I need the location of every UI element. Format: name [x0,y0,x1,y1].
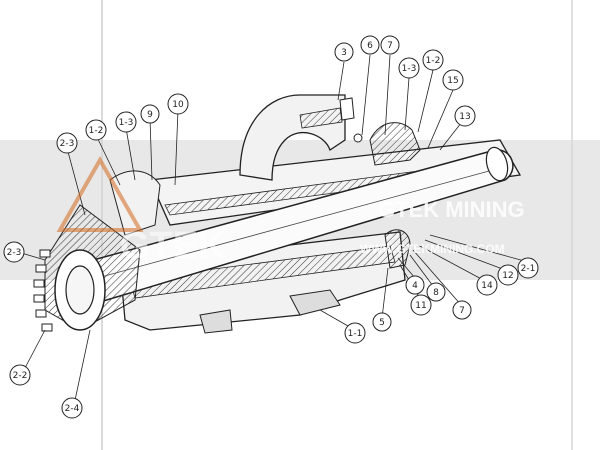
callout-bubble [452,300,472,320]
callout-2-1: 2-1 [517,257,539,279]
callout-bubble [405,275,425,295]
callout-8: 8 [426,282,446,302]
watermark-url: WWW.GTEKMINING.COM [360,242,505,256]
callout-2-4: 2-4 [61,397,83,419]
callout-7: 7 [380,35,400,55]
callout-bubble [344,322,366,344]
callout-bubble [454,105,476,127]
callout-bubble [517,257,539,279]
callout-label: 2-4 [65,404,80,414]
callout-bubble [167,93,189,115]
callout-bubble [56,132,78,154]
callout-1-1: 1-1 [344,322,366,344]
right-seal-section [384,229,411,269]
callout-2-3: 2-3 [56,132,78,154]
callout-label: 1-2 [89,126,104,136]
callout-bubble [398,57,420,79]
callout-label: 15 [447,76,458,86]
callout-15: 15 [442,69,464,91]
callout-group: 3 6 7 1-3 1-2 15 13 1-2 1-3 9 10 2-3 2-3 2-2 2-4 1-1 5 11… [3,35,539,419]
callout-bubble [497,264,519,286]
mount-foot [289,289,341,316]
callout-1-3: 1-3 [115,111,137,133]
callout-label: 2-2 [13,371,28,381]
callout-1-3: 1-3 [398,57,420,79]
mount-foot [199,309,233,334]
callout-label: 4 [412,281,418,291]
shaft-highlight [89,167,501,281]
shaft-end-face [485,146,509,182]
callout-14: 14 [476,274,498,296]
gear-bore [65,265,95,315]
callout-label: 12 [502,271,513,281]
callout-1-2: 1-2 [422,49,444,71]
callout-bubble [3,241,25,263]
callout-13: 13 [454,105,476,127]
watermark-brand: GTEK MINING [378,197,525,222]
callout-bubble [426,282,446,302]
callout-label: 7 [387,41,393,51]
callout-label: 8 [433,288,439,298]
callout-label: 7 [459,306,465,316]
callout-label: 1-3 [402,64,417,74]
callout-label: 1-3 [119,118,134,128]
callout-bubble [9,364,31,386]
callout-label: 10 [172,100,184,110]
callout-label: 13 [459,112,470,122]
callout-label: 6 [367,41,373,51]
callout-label: 1-2 [426,56,441,66]
callout-10: 10 [167,93,189,115]
callout-label: 11 [415,301,426,311]
callout-label: 2-1 [521,264,536,274]
callout-bubble [422,49,444,71]
callout-bubble [372,312,392,332]
callout-2-2: 2-2 [9,364,31,386]
callout-11: 11 [410,294,432,316]
callout-bubble [140,104,160,124]
callout-label: 14 [481,281,493,291]
callout-9: 9 [140,104,160,124]
gear-teeth [33,249,53,332]
callout-5: 5 [372,312,392,332]
callout-3: 3 [334,42,354,62]
callout-bubble [334,42,354,62]
callout-6: 6 [360,35,380,55]
end-housing-section [369,122,421,166]
callout-label: 2-3 [60,139,75,149]
callout-4: 4 [405,275,425,295]
callout-bubble [115,111,137,133]
watermark-logo-letters: GTEK [120,225,226,267]
callout-bubble [442,69,464,91]
callout-bubble [476,274,498,296]
left-bearing [109,170,161,236]
callout-12: 12 [497,264,519,286]
callout-label: 3 [341,48,347,58]
callout-label: 2-3 [7,248,22,258]
callout-bubble [380,35,400,55]
oil-hole [353,133,363,143]
callout-label: 9 [147,110,153,120]
callout-label: 1-1 [348,329,363,339]
callout-label: 5 [379,318,385,328]
callout-7: 7 [452,300,472,320]
callout-bubble [360,35,380,55]
callout-2-3: 2-3 [3,241,25,263]
leader-lines [17,54,529,406]
callout-bubble [61,397,83,419]
logo-triangle-icon [56,155,144,232]
callout-1-2: 1-2 [85,119,107,141]
watermark-logo: GTEK [56,155,226,267]
bolt-head [339,97,355,121]
bracket-bolt-section [299,107,343,129]
callout-bubble [410,294,432,316]
callout-bubble [85,119,107,141]
